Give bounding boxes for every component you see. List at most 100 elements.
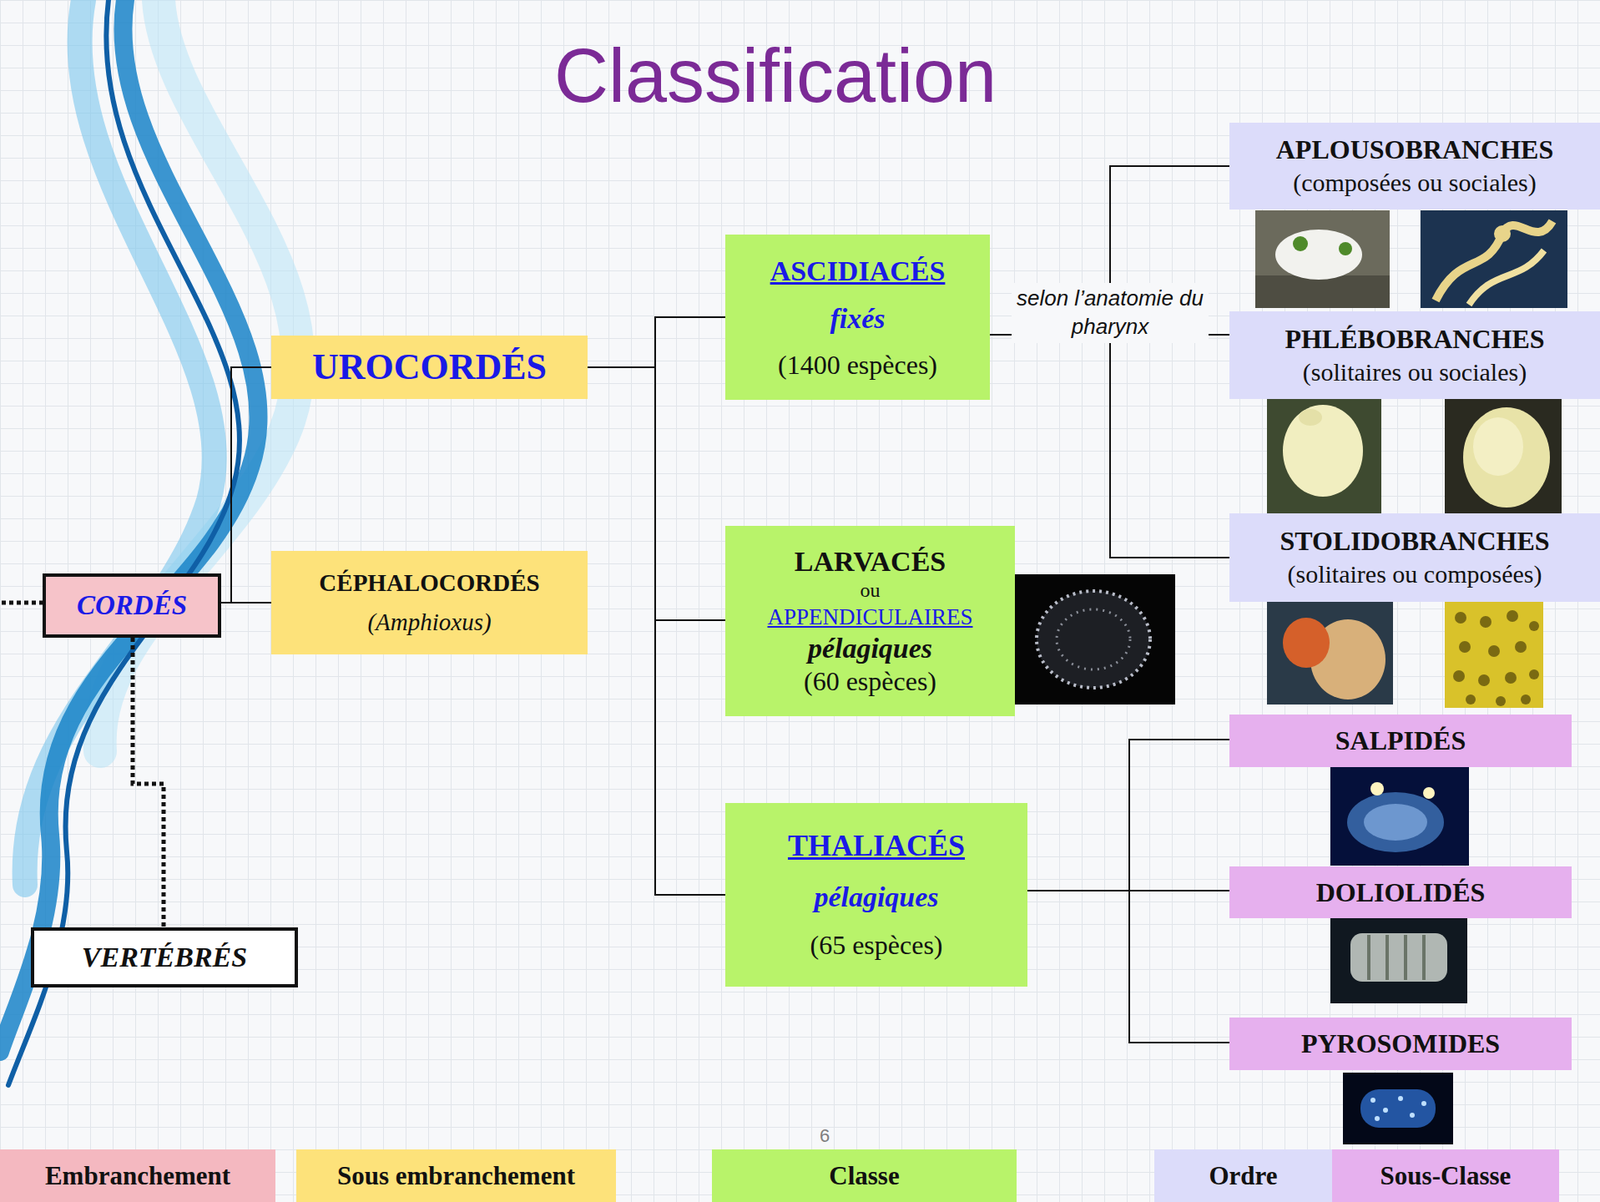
taxon-text: (65 espèces) (731, 929, 1021, 961)
tree-connector (989, 334, 1230, 558)
taxon-box: APLOUSOBRANCHES(composées ou sociales) (1229, 122, 1600, 210)
taxon-text: fixés (731, 302, 984, 335)
photo-ground (1330, 916, 1468, 1004)
taxon-text: CÉPHALOCORDÉS (277, 569, 581, 597)
salp (1347, 792, 1444, 853)
tree-connector (1027, 739, 1230, 891)
taxon-text: APLOUSOBRANCHES (1236, 134, 1594, 166)
photo (1444, 601, 1544, 708)
photo-ground (1266, 398, 1382, 515)
house (1036, 590, 1151, 688)
taxon-text: (Amphioxus) (277, 608, 581, 636)
taxon-text: APPENDICULAIRES (731, 604, 1009, 631)
photo-ground (1444, 601, 1544, 708)
diagram-title: Classification (358, 35, 1193, 118)
taxon-text: STOLIDOBRANCHES (1236, 525, 1594, 557)
taxon-text: UROCORDÉS (277, 346, 581, 389)
glow (1370, 782, 1384, 796)
dotted-connector (132, 637, 164, 928)
photo-ground (1014, 574, 1176, 705)
taxon-text: (1400 espèces) (731, 349, 984, 381)
photo-ground (1342, 1072, 1454, 1145)
taxon-text: PHLÉBOBRANCHES (1236, 323, 1594, 355)
ascidian (1463, 407, 1550, 508)
taxon-box: PYROSOMIDES (1229, 1017, 1572, 1071)
swirl-band (8, 0, 240, 1086)
muscle-bands (1368, 934, 1424, 980)
taxon-text: PYROSOMIDES (1236, 1028, 1565, 1060)
ascidian-texture (1473, 417, 1524, 476)
taxon-text: ASCIDIACÉS (731, 254, 984, 288)
taxon-box: CÉPHALOCORDÉS (Amphioxus) (271, 550, 588, 655)
page-number: 6 (807, 1125, 842, 1147)
zooid-pattern (1453, 610, 1540, 707)
tree-connector (587, 367, 726, 621)
taxon-text: pélagiques (731, 631, 1009, 665)
photo (1266, 601, 1394, 705)
tree-connector (221, 367, 272, 603)
photo (1330, 767, 1469, 866)
siphon (1298, 408, 1323, 426)
photo-ground (1266, 601, 1394, 705)
taxon-text: CORDÉS (52, 590, 212, 622)
pyrosome (1360, 1089, 1436, 1128)
tree-connector (221, 601, 272, 604)
photo (1342, 1072, 1454, 1145)
ascidian (1282, 617, 1330, 668)
legend-label: Embranchement (45, 1160, 231, 1192)
taxon-text: SALPIDÉS (1236, 725, 1565, 757)
house (1056, 609, 1131, 670)
taxon-text: DOLIOLIDÉS (1236, 877, 1565, 909)
taxon-box: CORDÉS (42, 573, 222, 638)
zooid-dots (1370, 1095, 1427, 1121)
legend-label: Sous embranchement (337, 1160, 576, 1192)
photo (1266, 398, 1382, 515)
photo (1014, 574, 1176, 705)
taxon-text: ou (731, 579, 1009, 603)
legend-label: Ordre (1208, 1160, 1277, 1192)
taxon-text: LARVACÉS (731, 545, 1009, 578)
legend-label: Classe (828, 1160, 899, 1192)
dotted-line (1, 600, 43, 606)
zooid (1494, 225, 1511, 243)
taxon-text: THALIACÉS (731, 828, 1021, 864)
taxon-box: LARVACÉSouAPPENDICULAIRESpélagiques(60 e… (725, 525, 1015, 717)
taxon-box: VERTÉBRÉS (30, 927, 298, 988)
photo (1444, 398, 1562, 515)
edge-label: selon l’anatomie du pharynx (1011, 282, 1209, 344)
taxon-box: PHLÉBOBRANCHES(solitaires ou sociales) (1229, 311, 1600, 399)
taxon-box: ASCIDIACÉS fixés (1400 espèces) (725, 234, 990, 400)
taxon-box: THALIACÉS pélagiques (65 espèces) (725, 802, 1028, 987)
photo (1330, 916, 1468, 1004)
taxon-box: STOLIDOBRANCHES(solitaires ou composées) (1229, 513, 1600, 602)
taxon-text: (composées ou sociales) (1236, 168, 1594, 198)
taxon-text: (60 espèces) (731, 666, 1009, 697)
taxon-text: VERTÉBRÉS (40, 940, 288, 974)
taxon-text: (solitaires ou sociales) (1236, 358, 1594, 388)
taxon-text: pélagiques (731, 880, 1021, 914)
photo-ground (1255, 210, 1390, 308)
ascidian (1275, 229, 1363, 280)
taxon-box: UROCORDÉS (271, 335, 588, 399)
tree-connector (587, 367, 726, 895)
legend-swatch: Sous-Classe (1332, 1149, 1560, 1202)
legend-label: Sous-Classe (1380, 1160, 1512, 1192)
photo (1420, 210, 1568, 308)
colony (1468, 250, 1545, 305)
photo-ground (1330, 767, 1469, 866)
siphon (1338, 242, 1353, 256)
taxon-text: (solitaires ou composées) (1236, 560, 1594, 590)
photo-ground (1420, 210, 1568, 308)
ascidian (1282, 404, 1363, 497)
legend-swatch: Ordre (1154, 1149, 1333, 1202)
photo (1255, 210, 1390, 308)
tree-connector (1027, 890, 1230, 1043)
tree-connector (587, 317, 726, 368)
taxon-box: SALPIDÉS (1229, 714, 1572, 768)
legend-swatch: Classe (711, 1149, 1017, 1202)
taxon-box: DOLIOLIDÉS (1229, 866, 1572, 919)
doliolid (1350, 933, 1448, 982)
salp (1363, 803, 1428, 841)
siphon (1292, 236, 1308, 252)
